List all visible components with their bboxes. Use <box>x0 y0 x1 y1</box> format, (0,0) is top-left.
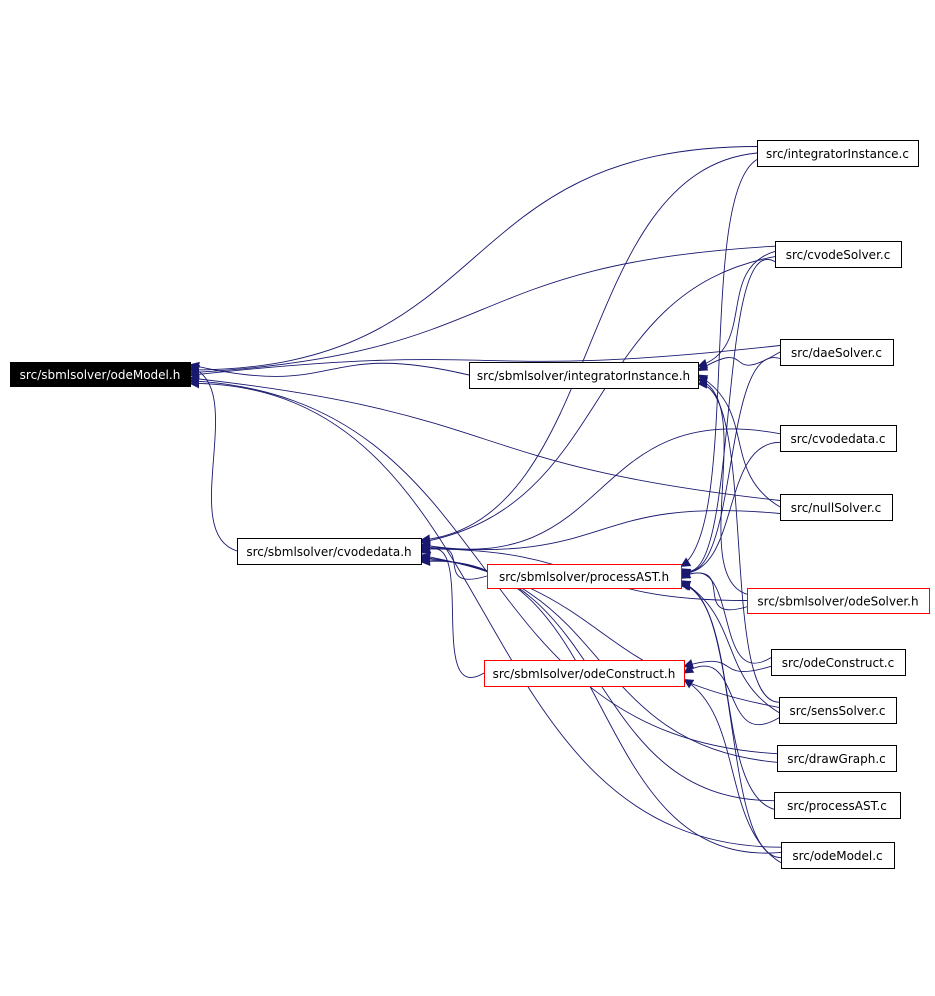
node-box <box>771 649 906 676</box>
edge-nullSolver_c-to-odeModel_h <box>189 374 781 501</box>
node-label: src/cvodeSolver.c <box>786 248 891 262</box>
node-cvodedata-c[interactable]: src/cvodedata.c <box>780 425 897 452</box>
node-daeSolver-c[interactable]: src/daeSolver.c <box>780 339 894 366</box>
node-label: src/sbmlsolver/processAST.h <box>499 570 669 584</box>
edge-nullSolver_c-to-integratorInstance_h <box>697 374 781 508</box>
edge-odeConstruct_h-to-cvodedata_h <box>420 544 485 678</box>
edge-odeModel_c-to-processAST_h <box>680 580 782 859</box>
edge-daeSolver_c-to-integratorInstance_h <box>697 351 781 372</box>
node-box <box>780 425 897 452</box>
node-box <box>10 362 191 387</box>
node-processAST-c[interactable]: src/processAST.c <box>774 792 901 819</box>
node-odeConstruct-h[interactable]: src/sbmlsolver/odeConstruct.h <box>484 660 685 687</box>
edge-integratorInstance_c-to-cvodedata_h <box>420 152 758 545</box>
nodes-layer: src/sbmlsolver/odeModel.h src/sbmlsolver/… <box>10 140 930 869</box>
node-sensSolver-c[interactable]: src/sensSolver.c <box>779 697 897 724</box>
edge-cvodeSolver_c-to-cvodedata_h <box>420 256 776 546</box>
edge-cvodeSolver_c-to-odeModel_h <box>189 245 776 378</box>
edge-odeSolver_h-to-integratorInstance_h <box>697 377 748 595</box>
edge-odeConstruct_c-to-processAST_h <box>680 569 772 664</box>
node-box <box>780 339 894 366</box>
node-box <box>487 564 682 589</box>
edge-sensSolver_c-to-odeConstruct_h <box>683 664 780 726</box>
node-integratorInstance-c[interactable]: src/integratorInstance.c <box>757 140 919 167</box>
node-cvodeSolver-c[interactable]: src/cvodeSolver.c <box>775 241 902 268</box>
node-odeModel-h[interactable]: src/sbmlsolver/odeModel.h <box>10 362 191 387</box>
edge-daeSolver_c-to-odeModel_h <box>189 345 781 380</box>
node-odeConstruct-c[interactable]: src/odeConstruct.c <box>771 649 906 676</box>
node-label: src/sbmlsolver/odeSolver.h <box>757 595 918 609</box>
node-label: src/processAST.c <box>787 799 887 813</box>
edges-layer <box>189 146 782 864</box>
node-box <box>781 842 895 869</box>
edge-drawGraph_c-to-odeModel_h <box>189 376 778 755</box>
node-label: src/integratorInstance.c <box>766 147 909 161</box>
edge-cvodedata_c-to-processAST_h <box>680 441 781 579</box>
node-odeSolver-h[interactable]: src/sbmlsolver/odeSolver.h <box>747 588 930 614</box>
node-label: src/sbmlsolver/cvodedata.h <box>246 545 411 559</box>
edge-odeConstruct_c-to-odeConstruct_h <box>683 659 772 672</box>
node-drawGraph-c[interactable]: src/drawGraph.c <box>777 745 897 772</box>
edge-cvodeSolver_c-to-processAST_h <box>680 258 776 578</box>
edge-odeModel_c-to-cvodedata_h <box>420 556 782 854</box>
node-label: src/sbmlsolver/odeConstruct.h <box>493 667 676 681</box>
node-box <box>484 660 685 687</box>
node-label: src/nullSolver.c <box>791 501 881 515</box>
node-label: src/odeConstruct.c <box>782 656 894 670</box>
node-processAST-h[interactable]: src/sbmlsolver/processAST.h <box>487 564 682 589</box>
node-box <box>774 792 901 819</box>
node-box <box>469 362 699 389</box>
node-label: src/sbmlsolver/integratorInstance.h <box>477 369 690 383</box>
node-integratorInstance-h[interactable]: src/sbmlsolver/integratorInstance.h <box>469 362 699 389</box>
edge-cvodedata_h-to-odeModel_h <box>189 365 238 552</box>
node-box <box>777 745 897 772</box>
node-box <box>237 538 422 565</box>
node-label: src/sensSolver.c <box>789 704 885 718</box>
node-nullSolver-c[interactable]: src/nullSolver.c <box>780 494 893 521</box>
edge-cvodedata_c-to-cvodedata_h <box>420 428 781 552</box>
node-odeModel-c[interactable]: src/odeModel.c <box>781 842 895 869</box>
edge-integratorInstance_c-to-processAST_h <box>680 159 758 567</box>
node-box <box>747 588 930 614</box>
edge-nullSolver_c-to-cvodedata_h <box>420 510 781 553</box>
edge-sensSolver_c-to-processAST_h <box>680 580 780 713</box>
edge-integratorInstance_h-to-odeModel_h <box>189 361 470 377</box>
node-box <box>775 241 902 268</box>
edge-processAST_h-to-cvodedata_h <box>420 543 488 580</box>
node-cvodedata-h[interactable]: src/sbmlsolver/cvodedata.h <box>237 538 422 565</box>
edge-daeSolver_c-to-processAST_h <box>680 357 781 579</box>
node-box <box>780 494 893 521</box>
node-box <box>779 697 897 724</box>
node-label: src/sbmlsolver/odeModel.h <box>20 368 181 382</box>
node-label: src/cvodedata.c <box>790 432 885 446</box>
edge-odeModel_c-to-odeModel_h <box>189 378 782 848</box>
edge-odeSolver_h-to-processAST_h <box>680 568 748 611</box>
node-label: src/daeSolver.c <box>791 346 882 360</box>
node-label: src/drawGraph.c <box>787 752 886 766</box>
edge-odeModel_c-to-odeConstruct_h <box>683 678 782 864</box>
edge-cvodeSolver_c-to-integratorInstance_h <box>697 250 776 369</box>
edge-integratorInstance_c-to-odeModel_h <box>189 146 758 375</box>
node-box <box>757 140 919 167</box>
node-label: src/odeModel.c <box>792 849 882 863</box>
